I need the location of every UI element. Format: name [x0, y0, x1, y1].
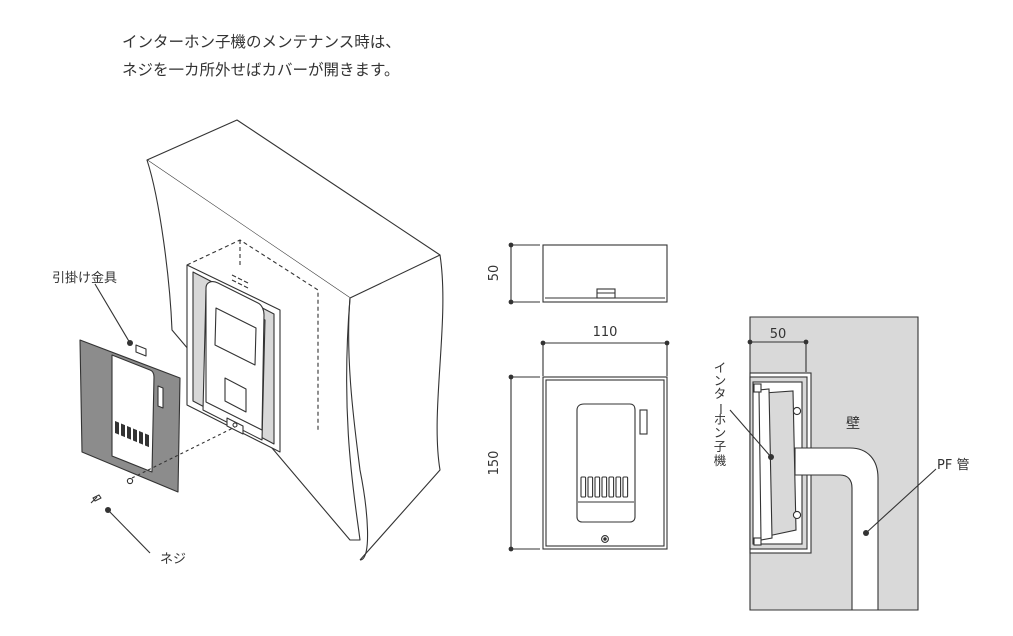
front-view-grill: [580, 476, 629, 498]
isometric-view: [79, 119, 444, 561]
intercom-cover-section: [758, 388, 773, 541]
svg-text:ホ: ホ: [714, 412, 727, 427]
unit-leader-dot: [768, 454, 774, 460]
wall-block-right-edge: [359, 254, 444, 561]
wall-label: 壁: [846, 416, 860, 432]
hook-bracket: [135, 344, 147, 357]
section-depth-dim: [750, 341, 807, 372]
svg-text:イ: イ: [714, 360, 727, 375]
svg-text:タ: タ: [714, 386, 727, 401]
screw-leader-line: [107, 509, 151, 554]
pipe-leader-line: [865, 468, 937, 534]
unit-screw-top: [792, 406, 802, 416]
intercom-button: [224, 377, 247, 413]
height-dim-dot-bottom: [508, 546, 514, 552]
section-view: [729, 316, 937, 611]
screw-alignment-dashed: [131, 426, 236, 479]
recess-dashed-outline: [186, 239, 319, 430]
front-view: [508, 340, 670, 552]
front-view-inner-outline: [545, 379, 665, 547]
intercom-bracket-top: [753, 383, 762, 393]
intercom-screen: [214, 307, 257, 366]
top-view: [508, 242, 668, 305]
cover-plate-screw-hole: [126, 477, 134, 485]
hook-leader-dot: [127, 340, 133, 346]
cover-plate-indicator: [157, 385, 164, 409]
section-depth-label: 50: [770, 327, 787, 342]
intercom-bracket-bottom: [753, 537, 762, 546]
wall-block-front-edge: [348, 297, 369, 561]
height-dim-label: 150: [487, 451, 502, 476]
section-depth-dot-right: [803, 339, 809, 345]
front-view-faceplate: [576, 403, 636, 523]
cover-plate-grill: [115, 421, 149, 448]
width-dim-label: 110: [593, 325, 618, 340]
intercom-speaker-grill: [231, 274, 249, 289]
height-dim-dot-top: [508, 374, 514, 380]
front-view-indicator: [639, 409, 648, 435]
pipe-label: PF 管: [937, 458, 969, 473]
hook-leader-line: [94, 283, 131, 344]
cover-plate-window: [111, 354, 155, 473]
screw-label: ネジ: [160, 552, 186, 567]
intro-line-1: インターホン子機のメンテナンス時は、: [122, 33, 401, 51]
hook-label: 引掛け金具: [52, 270, 117, 286]
unit-screw-bottom: [792, 510, 802, 520]
svg-text:ン: ン: [714, 425, 727, 440]
unit-leader-line: [729, 409, 772, 458]
screw-leader-dot: [105, 507, 111, 513]
depth-dim-dot-top: [508, 242, 514, 248]
width-dim-line: [542, 342, 668, 376]
front-view-screw-outer: [601, 535, 609, 543]
depth-dim-label: 50: [487, 265, 502, 282]
intro-line-2: ネジを一カ所外せばカバーが開きます。: [122, 61, 400, 79]
svg-text:機: 機: [714, 453, 727, 468]
height-dim-line: [510, 376, 540, 550]
screw-icon: [90, 494, 102, 504]
back-box-screw-tab: [226, 417, 244, 435]
width-dim-dot-left: [540, 340, 546, 346]
pipe-leader-dot: [863, 530, 869, 536]
width-dim-dot-right: [664, 340, 670, 346]
pf-pipe: [794, 447, 879, 611]
depth-dim-dot-bottom: [508, 299, 514, 305]
depth-dim-line: [510, 244, 540, 303]
section-depth-dot-left: [747, 339, 753, 345]
unit-vertical-label: イ ン タ ー ホ ン 子 機: [713, 360, 728, 468]
svg-text:ン: ン: [714, 373, 727, 388]
intro-text: インターホン子機のメンテナンス時は、 ネジを一カ所外せばカバーが開きます。: [122, 28, 401, 84]
svg-text:ー: ー: [713, 403, 728, 416]
front-view-screw-inner: [603, 537, 607, 541]
svg-text:子: 子: [714, 439, 727, 454]
